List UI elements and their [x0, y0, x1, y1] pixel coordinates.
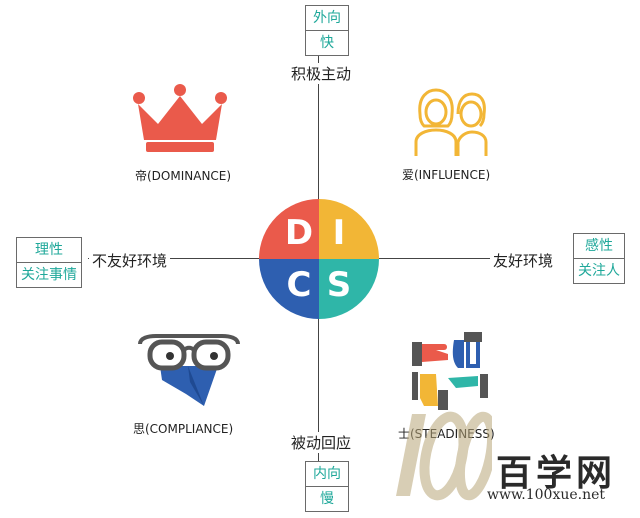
- bottom-tag-slow: 慢: [320, 491, 334, 507]
- disc-c-quadrant: [259, 259, 319, 319]
- disc-circle: D I C S: [259, 199, 379, 319]
- mustache-glasses-icon: [138, 334, 240, 412]
- bottom-tag-introvert: 内向: [306, 462, 348, 487]
- disc-letter-i: I: [332, 213, 346, 253]
- disc-i-quadrant: [319, 199, 379, 259]
- left-tag-rational: 理性: [17, 238, 81, 263]
- left-tag-task-focus: 关注事情: [21, 267, 77, 283]
- bottom-trait-tags: 内向 慢: [305, 461, 349, 512]
- disc-letter-c: C: [286, 265, 312, 305]
- quadrant-i-label: 爱(INFLUENCE): [402, 168, 491, 182]
- disc-s-quadrant: [319, 259, 379, 319]
- left-axis-label: 不友好环境: [89, 250, 171, 271]
- right-axis-label: 友好环境: [490, 250, 557, 271]
- right-tag-people-focus: 关注人: [578, 263, 620, 279]
- top-tag-extrovert: 外向: [306, 6, 348, 31]
- left-trait-tags: 理性 关注事情: [16, 237, 82, 288]
- right-tag-emotional: 感性: [574, 234, 624, 259]
- watermark-url: www.100xue.net: [487, 487, 606, 503]
- top-tag-fast: 快: [320, 35, 334, 51]
- top-trait-tags: 外向 快: [305, 5, 349, 56]
- people-icon: [412, 86, 488, 162]
- disc-letter-d: D: [284, 213, 314, 253]
- bottom-axis-label: 被动回应: [289, 432, 354, 453]
- quadrant-c-label: 思(COMPLIANCE): [133, 422, 234, 436]
- crown-icon: [132, 84, 228, 160]
- quadrant-d-label: 帝(DOMINANCE): [135, 169, 232, 183]
- right-trait-tags: 感性 关注人: [573, 233, 625, 284]
- watermark-brand: 百学网: [496, 452, 617, 494]
- top-axis-label: 积极主动: [289, 63, 354, 84]
- disc-d-quadrant: [259, 199, 319, 259]
- disc-circle-graphic: [259, 199, 379, 319]
- linked-hands-icon: [408, 328, 492, 416]
- disc-letter-s: S: [326, 265, 352, 305]
- watermark-logo-graphic: [382, 404, 498, 508]
